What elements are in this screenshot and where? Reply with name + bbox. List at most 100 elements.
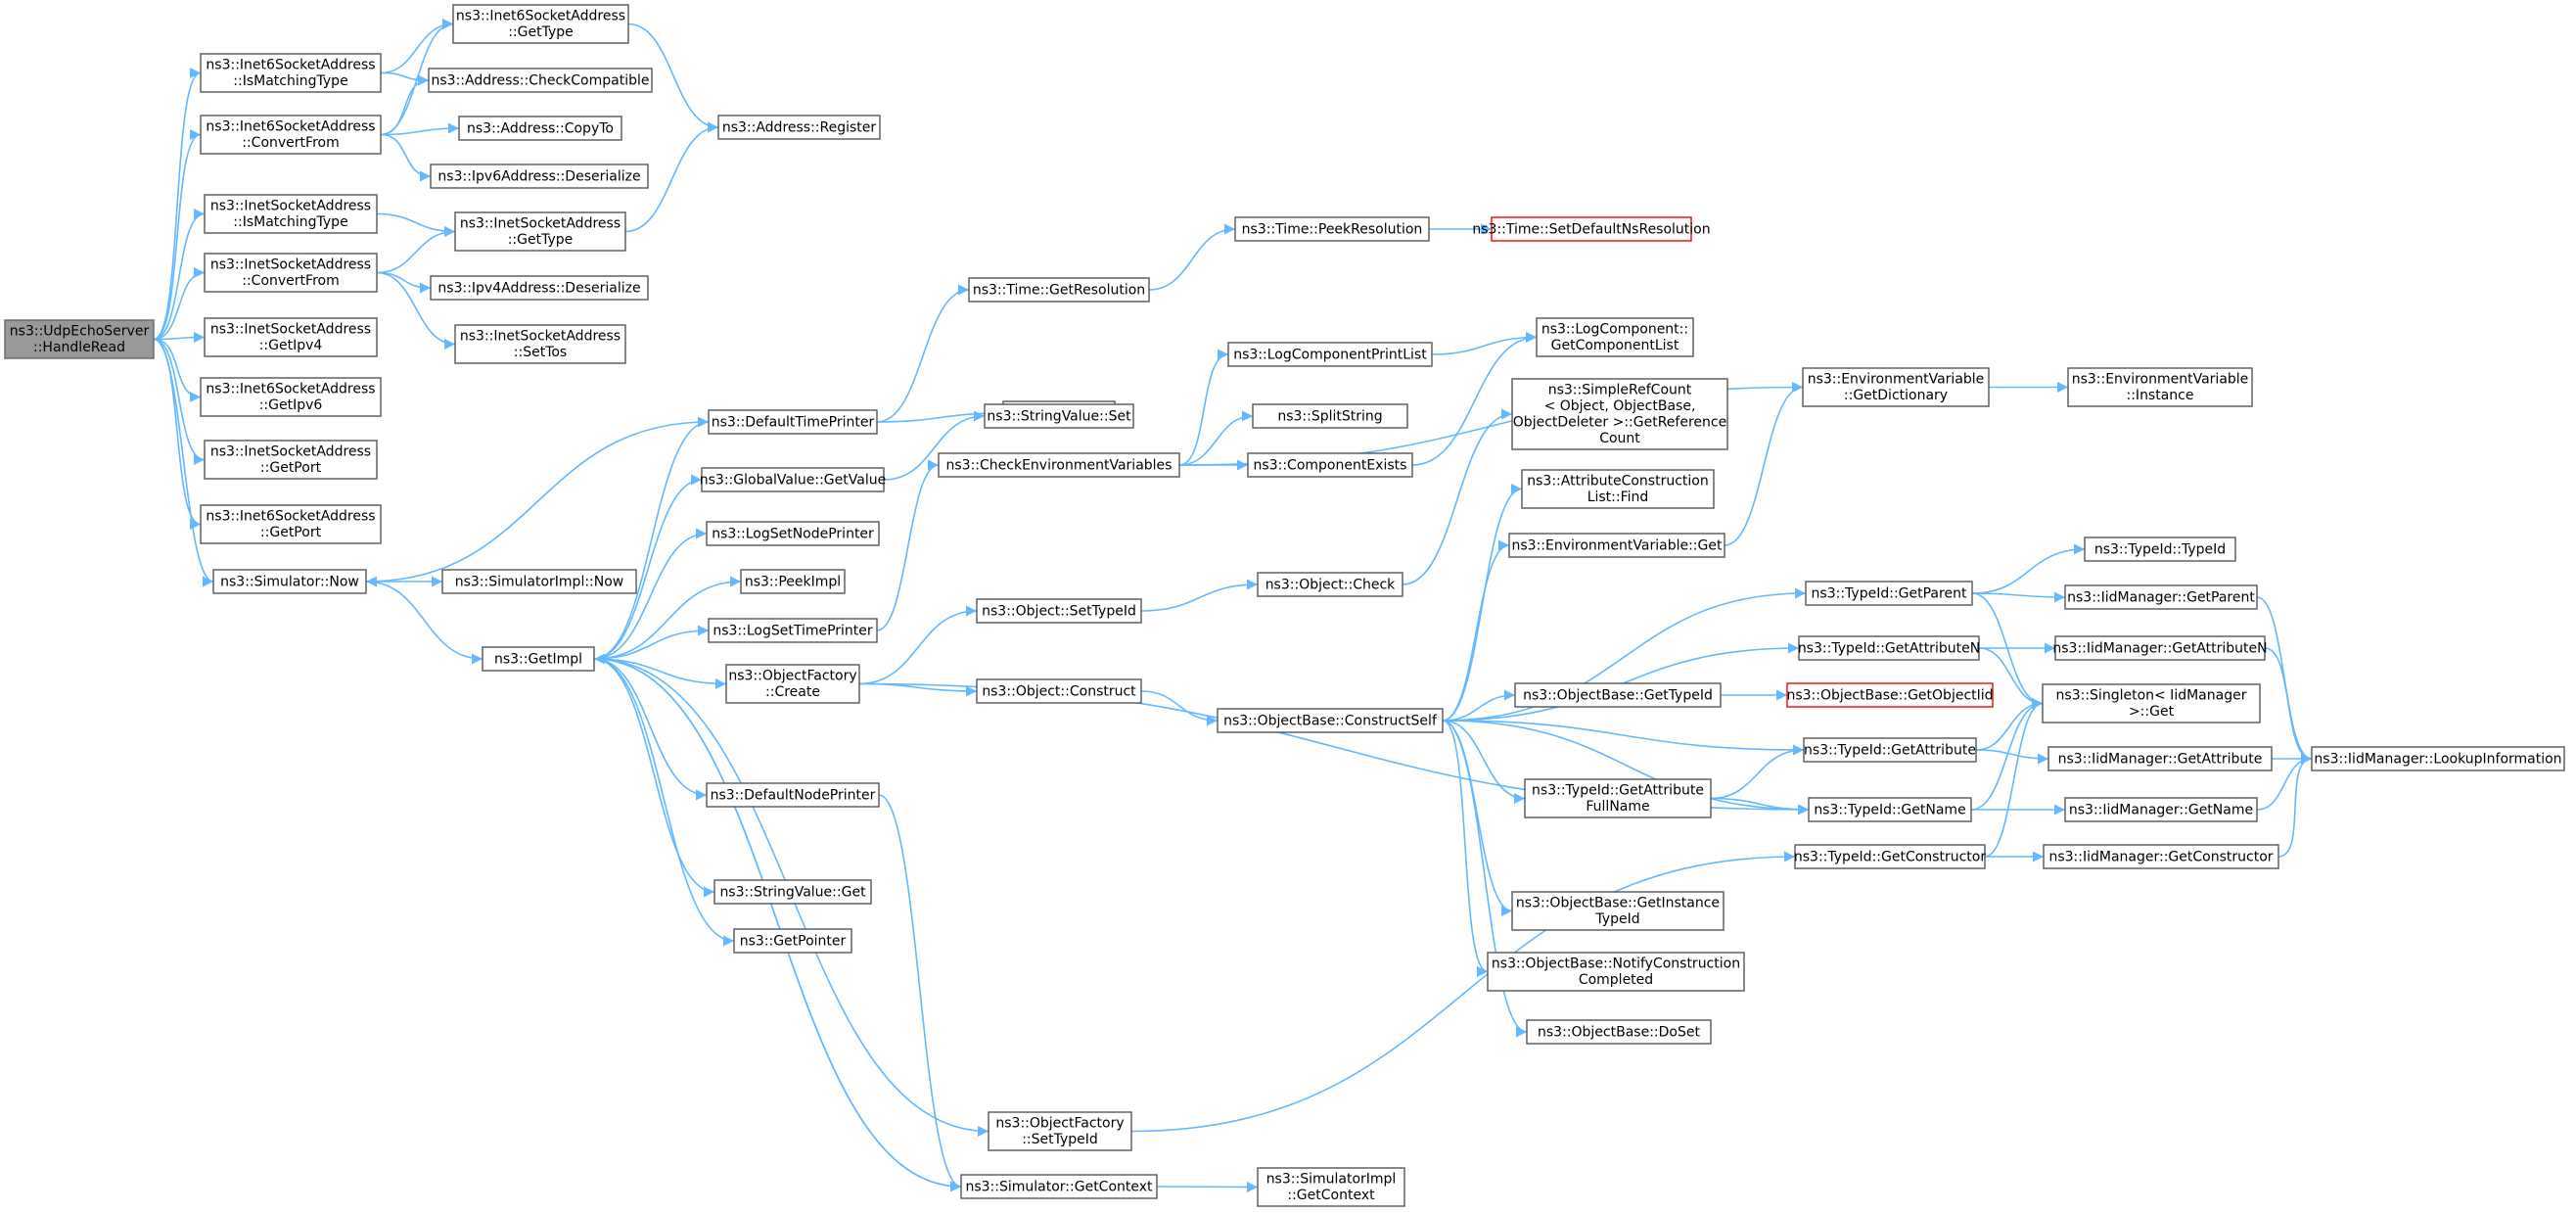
node-simplerefcount[interactable]: ns3::SimpleRefCount< Object, ObjectBase,… xyxy=(1511,378,1728,450)
node-ipv6deser[interactable]: ns3::Ipv6Address::Deserialize xyxy=(430,163,649,189)
node-box xyxy=(740,569,846,594)
node-box xyxy=(1227,342,1433,367)
node-timegetres[interactable]: ns3::Time::GetResolution xyxy=(968,277,1150,303)
node-timesetdefns[interactable]: ns3::Time::SetDefaultNsResolution xyxy=(1472,216,1711,242)
node-label: ns3::StringValue::Set xyxy=(987,408,1131,424)
node-box xyxy=(1511,891,1725,931)
node-iidgetattrn[interactable]: ns3::IidManager::GetAttributeN xyxy=(2052,635,2268,661)
node-box xyxy=(1257,572,1403,597)
node-timepeekres[interactable]: ns3::Time::PeekResolution xyxy=(1234,216,1430,242)
node-label: >::Get xyxy=(2129,704,2175,720)
node-iidgetparent[interactable]: ns3::IidManager::GetParent xyxy=(2064,584,2258,610)
node-compexists[interactable]: ns3::ComponentExists xyxy=(1247,452,1413,478)
node-box xyxy=(2311,746,2565,771)
node-singletonget[interactable]: ns3::Singleton< IidManager>::Get xyxy=(2042,683,2261,723)
node-isettos[interactable]: ns3::InetSocketAddress::SetTos xyxy=(454,324,626,364)
node-checkenv[interactable]: ns3::CheckEnvironmentVariables xyxy=(938,452,1180,478)
node-i6convert[interactable]: ns3::Inet6SocketAddress::ConvertFrom xyxy=(200,115,382,155)
node-checkcompat[interactable]: ns3::Address::CheckCompatible xyxy=(428,68,653,93)
node-envvarget[interactable]: ns3::EnvironmentVariable::Get xyxy=(1508,533,1725,558)
node-simgetctx[interactable]: ns3::Simulator::GetContext xyxy=(960,1174,1158,1199)
node-box xyxy=(2067,367,2253,407)
node-objbaseconstructself[interactable]: ns3::ObjectBase::ConstructSelf xyxy=(1217,708,1444,733)
node-copyto[interactable]: ns3::Address::CopyTo xyxy=(458,116,622,141)
node-label: ns3::Inet6SocketAddress xyxy=(206,509,375,525)
node-objbasedoset[interactable]: ns3::ObjectBase::DoSet xyxy=(1526,1019,1712,1045)
node-logsetnodeprinter[interactable]: ns3::LogSetNodePrinter xyxy=(706,521,880,546)
node-logcompgetlist[interactable]: ns3::LogComponent::GetComponentList xyxy=(1536,317,1694,357)
node-box xyxy=(204,194,378,234)
node-box xyxy=(2047,746,2273,771)
node-igetport[interactable]: ns3::InetSocketAddress::GetPort xyxy=(204,440,378,480)
node-i6gettype[interactable]: ns3::Inet6SocketAddress::GetType xyxy=(452,4,629,44)
node-label: ns3::ObjectFactory xyxy=(995,1116,1124,1132)
node-ipv4deser[interactable]: ns3::Ipv4Address::Deserialize xyxy=(430,275,649,301)
edge-root-to-i6convert xyxy=(153,129,202,341)
node-defnodeprinter[interactable]: ns3::DefaultNodePrinter xyxy=(706,782,880,808)
node-iidgetattr[interactable]: ns3::IidManager::GetAttribute xyxy=(2047,746,2273,771)
node-typeidgetctor[interactable]: ns3::TypeId::GetConstructor xyxy=(1794,844,1986,869)
node-stringvalueset[interactable]: ns3::StringValue::Set xyxy=(984,403,1134,429)
edge-getimpl-to-logsetnodeprinter xyxy=(593,528,708,660)
node-iidgetctor[interactable]: ns3::IidManager::GetConstructor xyxy=(2043,844,2279,869)
node-globalgetvalue[interactable]: ns3::GlobalValue::GetValue xyxy=(700,467,886,492)
edge-checkenv-to-logcompprintlist xyxy=(1178,349,1229,466)
node-box xyxy=(1514,682,1722,708)
node-simnow[interactable]: ns3::Simulator::Now xyxy=(212,569,367,594)
node-label: List::Find xyxy=(1587,490,1649,505)
edge-deftimeprinter-to-simnow xyxy=(365,421,710,587)
node-getpointer[interactable]: ns3::GetPointer xyxy=(733,928,852,954)
node-box xyxy=(708,618,878,643)
node-register[interactable]: ns3::Address::Register xyxy=(717,115,881,140)
node-objfactsettypeid[interactable]: ns3::ObjectFactory::SetTypeId xyxy=(988,1111,1132,1151)
node-root[interactable]: ns3::UdpEchoServer::HandleRead xyxy=(4,319,155,359)
node-typeidgetname[interactable]: ns3::TypeId::GetName xyxy=(1808,797,1972,822)
node-typeidgetparent[interactable]: ns3::TypeId::GetParent xyxy=(1805,581,1973,606)
node-envvargetdict[interactable]: ns3::EnvironmentVariable::GetDictionary xyxy=(1802,367,1990,407)
node-objbasegettypeid[interactable]: ns3::ObjectBase::GetTypeId xyxy=(1514,682,1722,708)
node-iidlookup[interactable]: ns3::IidManager::LookupInformation xyxy=(2311,746,2565,771)
node-typeidgetattr[interactable]: ns3::TypeId::GetAttribute xyxy=(1803,737,1977,763)
node-simimplnow[interactable]: ns3::SimulatorImpl::Now xyxy=(441,569,637,594)
node-typeidgetattrn[interactable]: ns3::TypeId::GetAttributeN xyxy=(1798,635,1980,661)
node-iconvert[interactable]: ns3::InetSocketAddress::ConvertFrom xyxy=(204,253,378,293)
node-box xyxy=(458,116,622,141)
node-deftimeprinter[interactable]: ns3::DefaultTimePrinter xyxy=(708,409,878,435)
node-label: ns3::EnvironmentVariable xyxy=(1808,372,1985,388)
node-i6match[interactable]: ns3::Inet6SocketAddress::IsMatchingType xyxy=(200,53,382,93)
node-objbasegetobjiid[interactable]: ns3::ObjectBase::GetObjectIid xyxy=(1786,682,1994,708)
node-box xyxy=(200,53,382,93)
node-typeidtypeid[interactable]: ns3::TypeId::TypeId xyxy=(2084,537,2236,562)
edge-imatch-to-igettype xyxy=(376,212,456,237)
node-peekimpl[interactable]: ns3::PeekImpl xyxy=(740,569,846,594)
node-imatch[interactable]: ns3::InetSocketAddress::IsMatchingType xyxy=(204,194,378,234)
node-box xyxy=(2064,797,2258,822)
node-label: ns3::Object::Check xyxy=(1265,577,1396,592)
node-label: ns3::LogComponent:: xyxy=(1541,322,1688,338)
node-igettype[interactable]: ns3::InetSocketAddress::GetType xyxy=(454,211,626,252)
node-objbasenotify[interactable]: ns3::ObjectBase::NotifyConstructionCompl… xyxy=(1487,952,1745,992)
node-objsettypeid[interactable]: ns3::Object::SetTypeId xyxy=(976,598,1142,624)
node-splitstring[interactable]: ns3::SplitString xyxy=(1252,403,1408,429)
edge-i6gettype-to-register xyxy=(627,23,719,133)
node-getimpl[interactable]: ns3::GetImpl xyxy=(482,646,595,672)
node-igetipv4[interactable]: ns3::InetSocketAddress::GetIpv4 xyxy=(204,317,378,357)
node-iidgetname[interactable]: ns3::IidManager::GetName xyxy=(2064,797,2258,822)
node-simimplgetctx[interactable]: ns3::SimulatorImpl::GetContext xyxy=(1257,1167,1405,1207)
node-label: ns3::Object::Construct xyxy=(982,683,1136,699)
node-envvarinstance[interactable]: ns3::EnvironmentVariable::Instance xyxy=(2067,367,2253,407)
node-box xyxy=(428,68,653,93)
node-i6getipv6[interactable]: ns3::Inet6SocketAddress::GetIpv6 xyxy=(200,377,382,417)
node-objfactcreate[interactable]: ns3::ObjectFactory::Create xyxy=(725,664,860,704)
node-objconstruct[interactable]: ns3::Object::Construct xyxy=(976,678,1142,704)
node-box xyxy=(200,377,382,417)
node-objcheck[interactable]: ns3::Object::Check xyxy=(1257,572,1403,597)
node-logsettimeprinter[interactable]: ns3::LogSetTimePrinter xyxy=(708,618,878,643)
node-logcompprintlist[interactable]: ns3::LogComponentPrintList xyxy=(1227,342,1433,367)
edge-root-to-simnow xyxy=(153,338,214,587)
node-i6getport[interactable]: ns3::Inet6SocketAddress::GetPort xyxy=(200,504,382,544)
node-stringvalueget[interactable]: ns3::StringValue::Get xyxy=(713,879,872,905)
